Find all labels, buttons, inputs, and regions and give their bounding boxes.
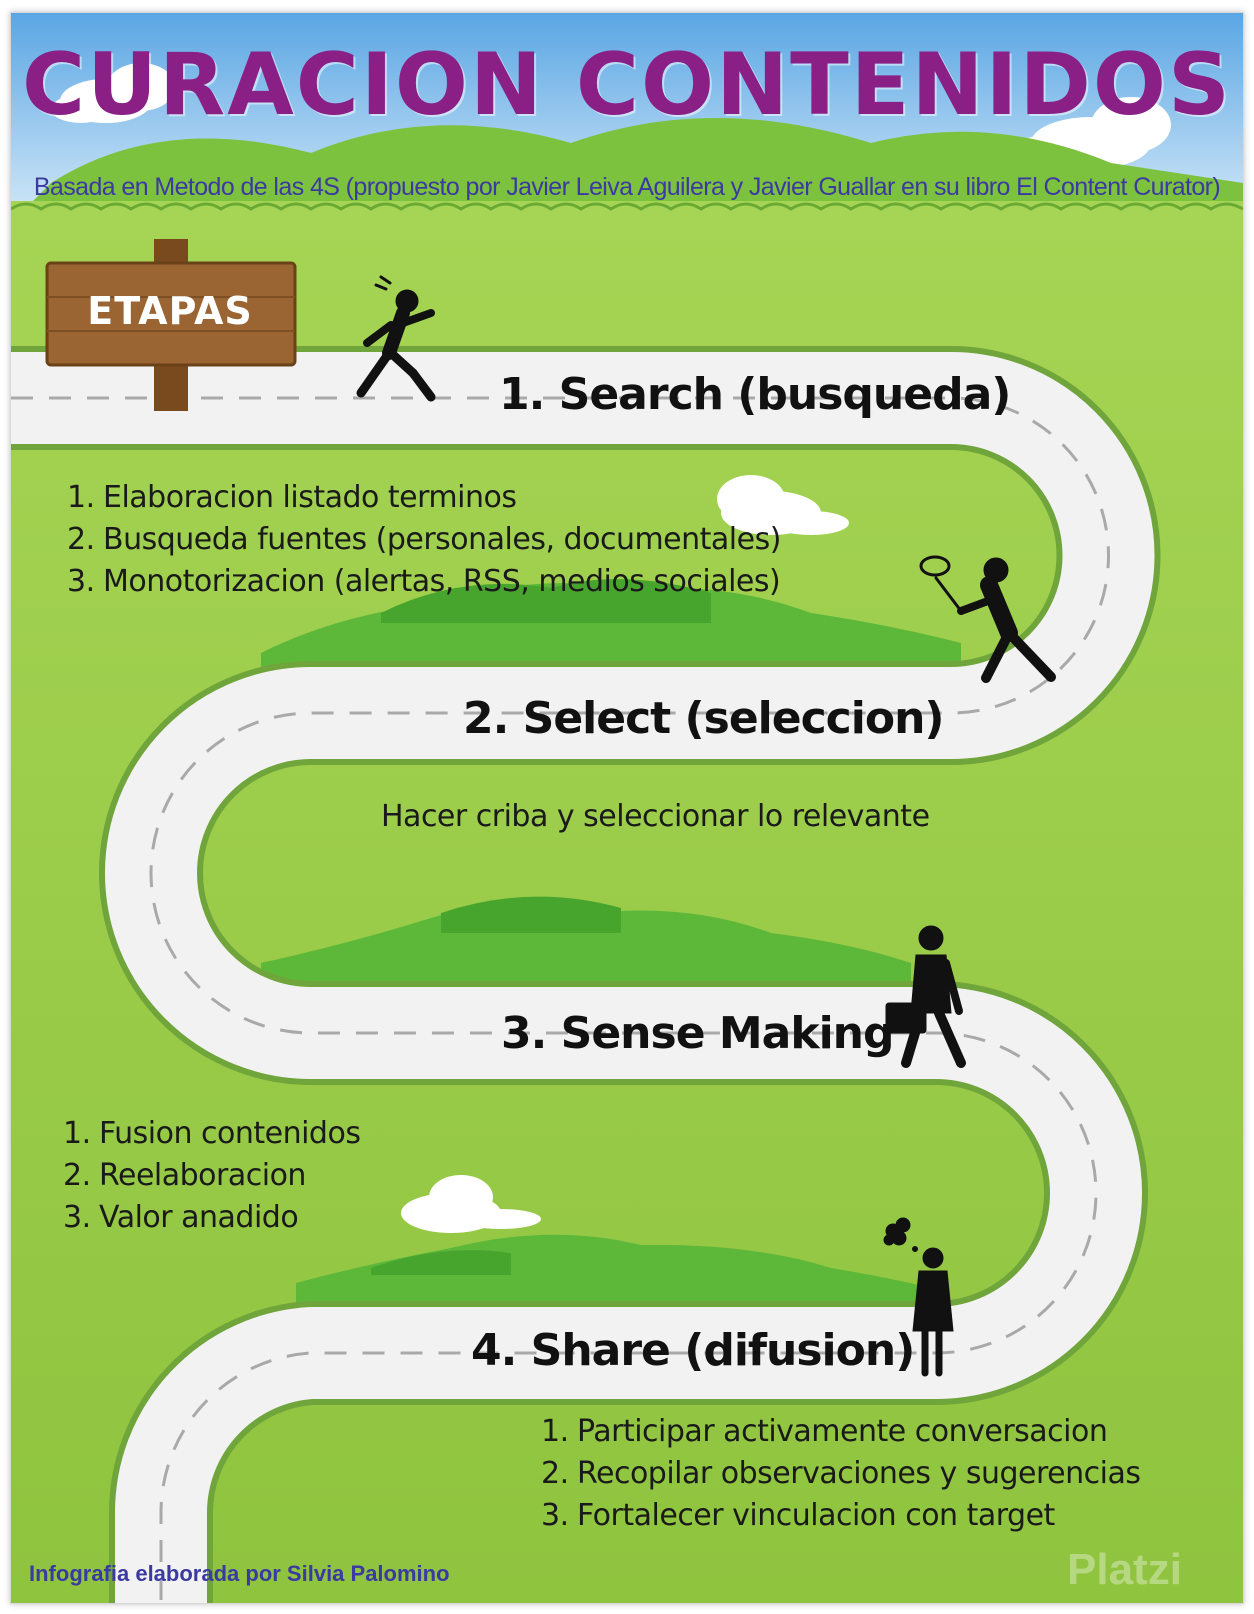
hill-icon <box>441 896 621 933</box>
woman-with-thought-bubble-icon <box>883 1217 954 1377</box>
page-title: CURACION CONTENIDOS <box>22 35 1232 135</box>
cloud-icon <box>401 1175 541 1233</box>
cloud-icon <box>51 63 175 123</box>
list-item: 1.Participar activamente conversacion <box>541 1414 1108 1449</box>
list-item: 2.Busqueda fuentes (personales, document… <box>67 522 781 557</box>
author-credit: Infografia elaborada por Silvia Palomino <box>29 1561 450 1586</box>
signpost-icon <box>45 239 297 411</box>
stage-heading-sense-making: 3. Sense Making <box>501 1008 894 1059</box>
hill-icon <box>371 1250 511 1275</box>
list-item: 3.Monotorizacion (alertas, RSS, medios s… <box>67 564 781 599</box>
select-description: Hacer criba y seleccionar lo relevante <box>381 799 930 834</box>
road-center-line <box>11 396 1110 1603</box>
stage-heading-select: 2. Select (seleccion) <box>463 693 945 744</box>
hill-icon <box>11 118 1243 223</box>
hill-icon <box>261 904 911 988</box>
share-steps-list: 1.Participar activamente conversacion 2.… <box>541 1411 1141 1537</box>
list-item: 3.Valor anadido <box>63 1200 299 1235</box>
watermark: Platzi <box>1067 1545 1182 1594</box>
signpost-label: ETAPAS <box>87 289 253 333</box>
infographic: CURACION CONTENIDOS Basada en Metodo de … <box>10 12 1244 1604</box>
infographic-background <box>11 13 1243 1603</box>
grass-edge <box>11 202 1243 211</box>
cloud-icon <box>717 475 849 535</box>
hill-icon <box>381 579 711 623</box>
running-person-icon <box>356 275 436 402</box>
person-with-net-icon <box>919 555 1056 683</box>
person-with-briefcase-icon <box>885 925 966 1068</box>
subtitle: Basada en Metodo de las 4S (propuesto po… <box>33 173 1221 201</box>
stage-heading-search: 1. Search (busqueda) <box>499 369 1011 420</box>
list-item: 2.Recopilar observaciones y sugerencias <box>541 1456 1141 1491</box>
stage-heading-share: 4. Share (difusion) <box>471 1325 915 1376</box>
sense-making-steps-list: 1.Fusion contenidos 2.Reelaboracion 3.Va… <box>63 1113 361 1239</box>
search-steps-list: 1.Elaboracion listado terminos 2.Busqued… <box>67 477 781 603</box>
list-item: 1.Fusion contenidos <box>63 1116 361 1151</box>
list-item: 2.Reelaboracion <box>63 1158 306 1193</box>
list-item: 3.Fortalecer vinculacion con target <box>541 1498 1055 1533</box>
list-item: 1.Elaboracion listado terminos <box>67 480 517 515</box>
